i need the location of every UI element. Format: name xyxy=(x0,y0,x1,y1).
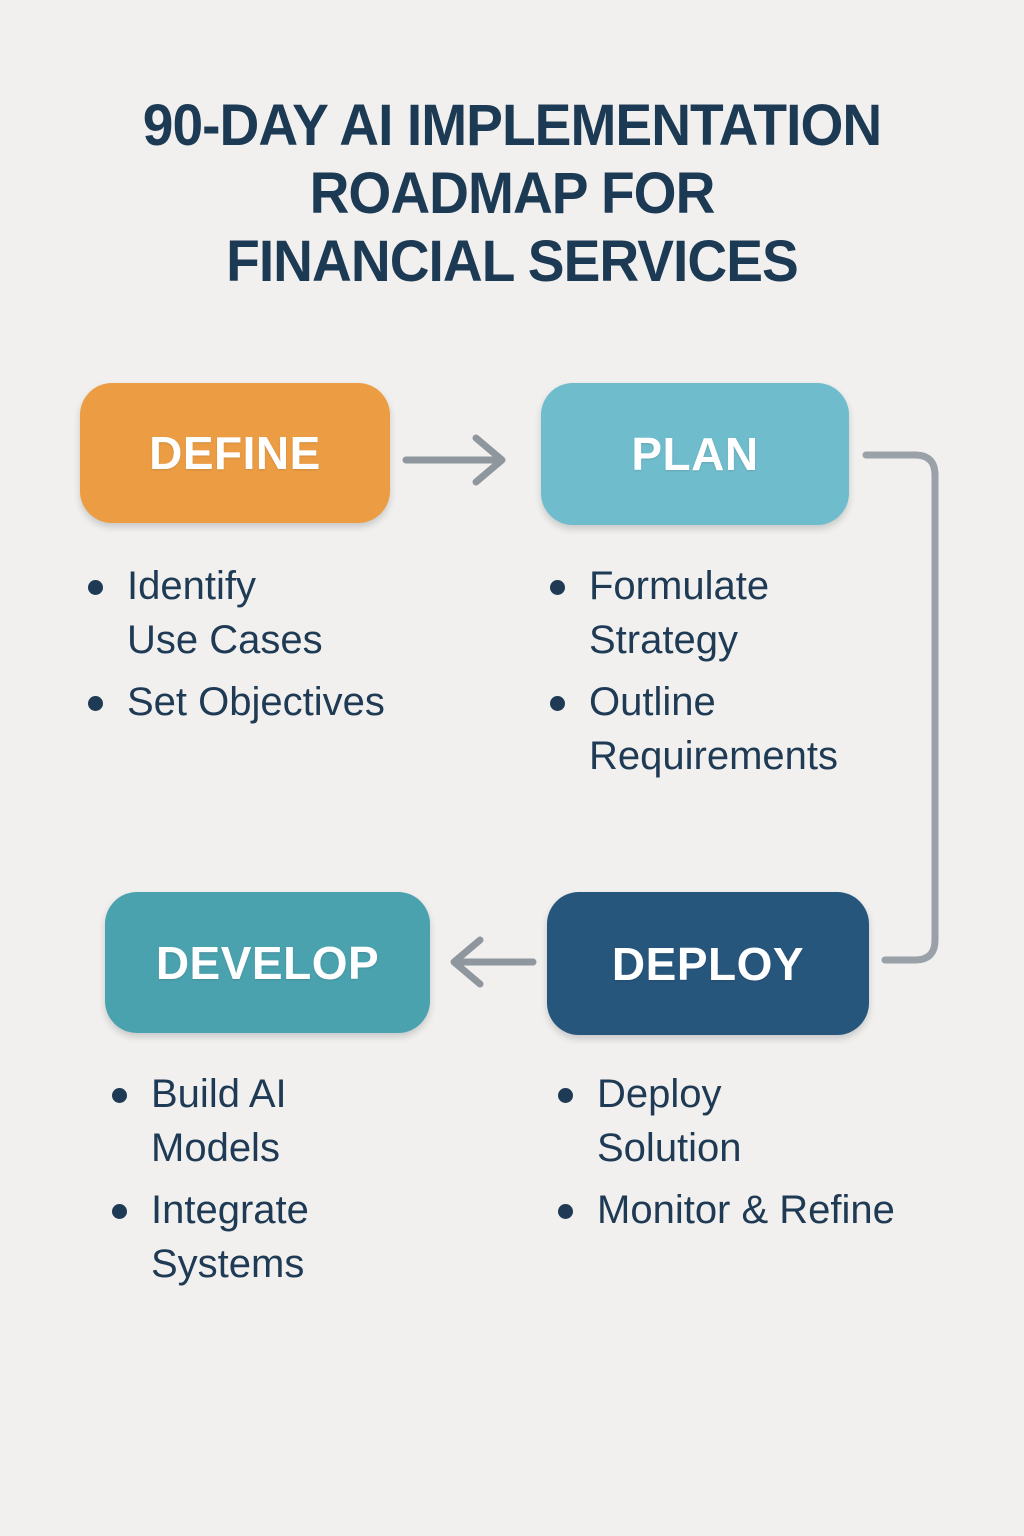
list-item: Set Objectives xyxy=(88,676,428,730)
bullet-text: Formulate Strategy xyxy=(589,564,770,662)
bullet-text: Identify Use Cases xyxy=(127,564,323,662)
stage-box-plan: PLAN xyxy=(541,383,849,525)
bullet-list-deploy: Deploy Solution Monitor & Refine xyxy=(558,1068,938,1247)
bullet-dot-icon xyxy=(558,1204,573,1220)
bullet-list-define: Identify Use Cases Set Objectives xyxy=(88,560,428,739)
list-item: Integrate Systems xyxy=(112,1184,452,1291)
bullet-text: Set Objectives xyxy=(127,680,385,725)
bullet-text: Deploy Solution xyxy=(597,1072,742,1170)
bullet-text: Monitor & Refine xyxy=(597,1188,895,1233)
bullet-dot-icon xyxy=(88,580,103,595)
list-item: Outline Requirements xyxy=(550,676,900,783)
title-line-2: ROADMAP FOR xyxy=(309,160,716,226)
stage-label-define: DEFINE xyxy=(149,427,321,479)
arrow-left-icon xyxy=(450,936,537,988)
bullet-text: Integrate Systems xyxy=(151,1188,309,1286)
elbow-connector-icon xyxy=(862,451,939,964)
stage-box-develop: DEVELOP xyxy=(105,892,430,1033)
list-item: Build AI Models xyxy=(112,1068,452,1175)
bullet-text: Build AI Models xyxy=(151,1072,287,1170)
stage-box-define: DEFINE xyxy=(80,383,390,523)
page-title: 90-DAY AI IMPLEMENTATION ROADMAP FOR FIN… xyxy=(26,92,999,296)
title-line-1: 90-DAY AI IMPLEMENTATION xyxy=(142,93,882,158)
bullet-dot-icon xyxy=(550,696,565,712)
bullet-dot-icon xyxy=(558,1088,573,1103)
bullet-dot-icon xyxy=(88,696,103,712)
stage-label-plan: PLAN xyxy=(631,428,759,480)
bullet-text: Outline Requirements xyxy=(589,680,839,778)
bullet-dot-icon xyxy=(112,1088,127,1103)
bullet-dot-icon xyxy=(550,580,565,595)
list-item: Deploy Solution xyxy=(558,1068,938,1175)
stage-label-develop: DEVELOP xyxy=(155,936,380,989)
stage-label-deploy: DEPLOY xyxy=(611,937,805,990)
title-line-3: FINANCIAL SERVICES xyxy=(226,228,799,294)
list-item: Monitor & Refine xyxy=(558,1184,938,1238)
bullet-dot-icon xyxy=(112,1204,127,1220)
bullet-list-plan: Formulate Strategy Outline Requirements xyxy=(550,560,900,792)
list-item: Identify Use Cases xyxy=(88,560,428,667)
arrow-right-icon xyxy=(402,434,506,486)
list-item: Formulate Strategy xyxy=(550,560,900,667)
bullet-list-develop: Build AI Models Integrate Systems xyxy=(112,1068,452,1300)
stage-box-deploy: DEPLOY xyxy=(547,892,869,1035)
